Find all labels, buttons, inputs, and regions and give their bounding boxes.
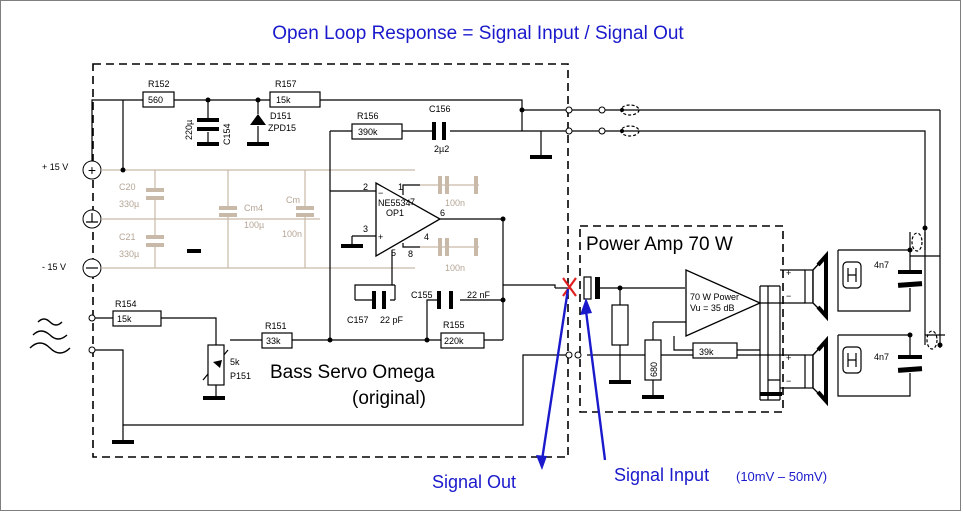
pin-4: 4 (424, 232, 429, 242)
diagram-title: Open Loop Response = Signal Input / Sign… (272, 23, 684, 44)
power-amp-title: Power Amp 70 W (586, 234, 733, 255)
svg-text:Cm4: Cm4 (244, 203, 263, 213)
signal-input-range: (10mV – 50mV) (736, 469, 827, 484)
c155-value: 22 nF (467, 290, 491, 300)
svg-text:C21: C21 (119, 232, 136, 242)
r152-value: 560 (148, 95, 163, 105)
c154-value: 220µ (184, 120, 194, 140)
p151-value: 5k (230, 357, 240, 367)
r-fb-value: 39k (699, 347, 714, 357)
speaker-bottom: + − (780, 335, 828, 407)
r151-label: R151 (265, 321, 287, 331)
pin-1: 1 (398, 182, 403, 192)
rail-neg-label: - 15 V (42, 262, 66, 272)
pin-6: 6 (440, 208, 445, 218)
r154-label: R154 (115, 299, 137, 309)
svg-text:+: + (786, 353, 791, 363)
speaker-top: + − (780, 250, 828, 322)
rail-pos-label: + 15 V (42, 162, 68, 172)
pin-3: 3 (363, 224, 368, 234)
svg-text:100n: 100n (445, 198, 465, 208)
speaker-networks (837, 110, 945, 397)
svg-text:+: + (786, 268, 791, 278)
power-amp-internals (609, 268, 782, 401)
svg-text:C20: C20 (119, 182, 136, 192)
d151-label: D151 (270, 111, 292, 121)
signal-out-label: Signal Out (432, 472, 516, 492)
cap-spk1-value: 4n7 (874, 260, 889, 270)
svg-text:100n: 100n (445, 263, 465, 273)
bass-servo-subtitle: (original) (352, 388, 426, 409)
d151-type: ZPD15 (268, 123, 296, 133)
r151-value: 33k (266, 336, 281, 346)
c156-label: C156 (429, 104, 451, 114)
op-name: OP1 (386, 208, 404, 218)
r-gnd-value: 680 (649, 362, 659, 377)
r154-value: 15k (117, 314, 132, 324)
svg-text:−: − (786, 376, 791, 386)
svg-text:100n: 100n (282, 229, 302, 239)
plus-input-icon: + (378, 232, 383, 242)
r157-label: R157 (275, 79, 297, 89)
r155-label: R155 (443, 320, 465, 330)
signal-arrows (536, 288, 607, 470)
plus-icon: + (88, 162, 96, 178)
r156-label: R156 (357, 111, 379, 121)
amp-line2: Vu = 35 dB (690, 303, 734, 313)
lower-wiring (88, 216, 780, 444)
pin-5: 5 (391, 248, 396, 258)
amp-line1: 70 W Power (690, 292, 739, 302)
decoupling-network: C20 330µ C21 330µ Cm4 100µ Cm 100n 100n … (101, 169, 479, 273)
pin-2: 2 (363, 182, 368, 192)
r157-value: 15k (276, 95, 291, 105)
r156-value: 390k (358, 127, 378, 137)
cap-spk2-value: 4n7 (874, 352, 889, 362)
pin-7: 7 (410, 197, 415, 207)
c154-label: C154 (222, 123, 232, 145)
c156-value: 2µ2 (434, 144, 449, 154)
svg-text:Cm: Cm (286, 195, 300, 205)
break-point (562, 276, 685, 300)
c155-label: C155 (411, 290, 433, 300)
svg-text:−: − (786, 291, 791, 301)
signal-input-label: Signal Input (614, 465, 709, 485)
bass-servo-title: Bass Servo Omega (270, 362, 435, 383)
signal-source-icon (29, 318, 71, 354)
svg-text:330µ: 330µ (119, 249, 139, 259)
svg-text:100µ: 100µ (244, 220, 264, 230)
c157-value: 22 pF (380, 315, 404, 325)
top-wiring (91, 91, 940, 338)
pin-8: 8 (408, 249, 413, 259)
r155-value: 220k (444, 336, 464, 346)
minus-input-icon: − (378, 188, 383, 198)
ground-icon (86, 213, 98, 223)
p151-label: P151 (230, 371, 251, 381)
opamp-op1 (330, 181, 503, 300)
op-type: NE5534 (378, 198, 411, 208)
c157-label: C157 (347, 315, 369, 325)
r152-label: R152 (148, 79, 170, 89)
svg-text:330µ: 330µ (119, 199, 139, 209)
